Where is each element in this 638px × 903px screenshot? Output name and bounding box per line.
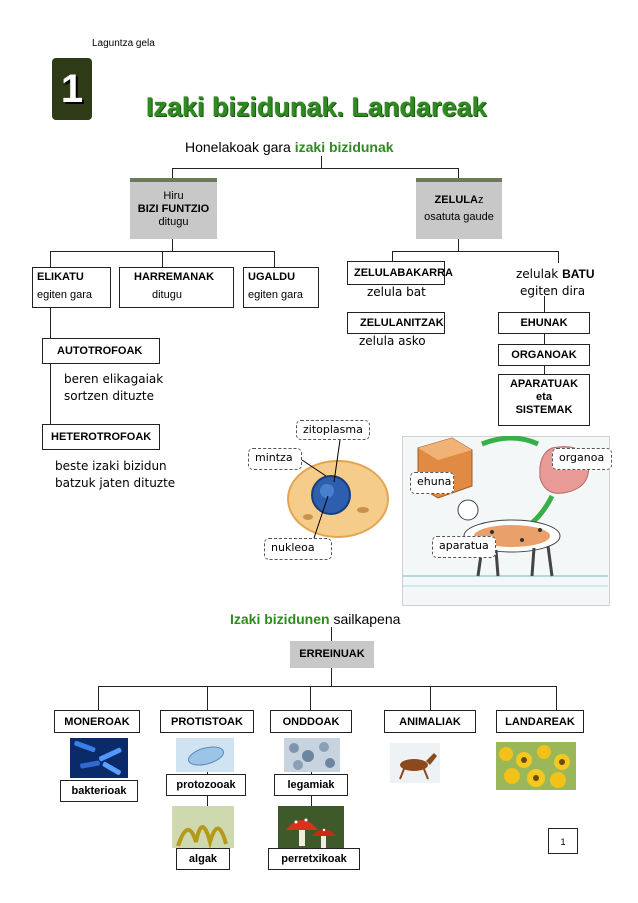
heterotrophs-box: HETEROTROFOAK (42, 424, 160, 450)
life-functions-line1: Hiru (163, 190, 184, 202)
page-number: 1 (548, 828, 578, 854)
function-relation-box: HARREMANAK ditugu (119, 267, 234, 308)
page-title: Izaki bizidunak. Landareak (146, 92, 487, 122)
autotrophs-desc: beren elikagaiak sortzen dituzte (64, 371, 163, 405)
unicellular-desc: zelula bat (367, 285, 426, 299)
kingdom-monera: MONEROAK (54, 710, 140, 733)
nucleus-label: nukleoa (264, 538, 332, 560)
cell-illustration (287, 460, 389, 538)
organ-label: organoa (552, 448, 612, 470)
cells-box: ZELULAz osatuta gaude (416, 178, 502, 239)
bacteria-image (70, 738, 128, 778)
intro-text: Honelakoak gara izaki bizidunak (185, 139, 394, 155)
function-reproduction-sub: egiten gara (248, 289, 304, 301)
classification-title: Izaki bizidunen sailkapena (230, 611, 400, 627)
horse-image (390, 743, 440, 783)
system-label: aparatua (432, 536, 496, 558)
example-bacteria: bakterioak (60, 780, 138, 802)
cells-line2: osatuta gaude (424, 211, 494, 223)
function-reproduction-title: UGALDU (248, 271, 296, 283)
function-reproduction-box: UGALDU egiten gara (243, 267, 319, 308)
chapter-number-badge (52, 58, 92, 120)
classification-title-highlight: Izaki bizidunen (230, 611, 330, 627)
cells-line1: ZELULA (434, 194, 478, 206)
protozoa-image (176, 738, 234, 772)
multicellular-box: ZELULANITZAK (347, 312, 445, 334)
example-algae: algak (176, 848, 230, 870)
example-protozoa: protozooak (166, 774, 246, 796)
cells-join-pre: zelulak (516, 267, 559, 281)
kingdoms-root-box: ERREINUAK (290, 641, 374, 668)
classification-title-rest: sailkapena (333, 611, 401, 627)
cells-suffix: z (477, 194, 484, 206)
tissue-label: ehuna (410, 472, 454, 494)
systems-line2: eta (536, 391, 552, 403)
function-nutrition-sub: egiten gara (37, 289, 93, 301)
sunflowers-image (496, 742, 576, 790)
function-nutrition-title: ELIKATU (37, 271, 84, 283)
tissues-box: EHUNAK (498, 312, 590, 334)
mushroom-image (278, 806, 344, 852)
kingdom-animalia: ANIMALIAK (384, 710, 476, 733)
cells-join-line2b: dira (561, 284, 586, 298)
autotrophs-desc-line2: sortzen dituzte (64, 389, 154, 403)
heterotrophs-desc: beste izaki bizidun batzuk jaten dituzte (55, 458, 175, 492)
autotrophs-box: AUTOTROFOAK (42, 338, 160, 364)
cytoplasm-label: zitoplasma (296, 420, 370, 440)
header-label: Laguntza gela (92, 38, 155, 49)
life-functions-box: Hiru BIZI FUNTZIO ditugu (130, 178, 217, 239)
cells-join-line2a: egiten (520, 284, 559, 298)
cells-join-bold: BATU (562, 267, 595, 281)
intro-prefix: Honelakoak gara (185, 139, 291, 155)
heterotrophs-desc-line2: batzuk jaten dituzte (55, 476, 176, 490)
life-functions-line2: BIZI FUNTZIO (137, 203, 210, 215)
life-functions-line3: ditugu (158, 216, 189, 228)
yeast-image (284, 738, 340, 772)
example-mushrooms: perretxikoak (268, 848, 360, 870)
kingdom-plantae: LANDAREAK (496, 710, 584, 733)
intro-highlight: izaki bizidunak (294, 139, 394, 155)
function-nutrition-box: ELIKATU egiten gara (32, 267, 111, 308)
unicellular-box: ZELULABAKARRA (347, 261, 453, 285)
algae-image (172, 806, 234, 848)
kingdom-fungi: ONDDOAK (270, 710, 352, 733)
heterotrophs-desc-line1: beste izaki bizidun (55, 459, 167, 473)
chapter-number: 1 (60, 67, 84, 111)
systems-line3: SISTEMAK (515, 404, 573, 416)
example-yeast: legamiak (274, 774, 348, 796)
function-relation-title: HARREMANAK (134, 271, 215, 283)
systems-box: APARATUAK eta SISTEMAK (498, 374, 590, 426)
cell-pointer-lines (301, 439, 341, 539)
membrane-label: mintza (248, 448, 302, 470)
autotrophs-desc-line1: beren elikagaiak (64, 372, 164, 386)
cells-join-text: zelulak BATU egiten dira (516, 266, 595, 300)
kingdom-protista: PROTISTOAK (160, 710, 254, 733)
systems-line1: APARATUAK (509, 378, 579, 390)
multicellular-desc: zelula asko (359, 334, 426, 348)
function-relation-sub: ditugu (152, 289, 182, 301)
organs-box: ORGANOAK (498, 344, 590, 366)
